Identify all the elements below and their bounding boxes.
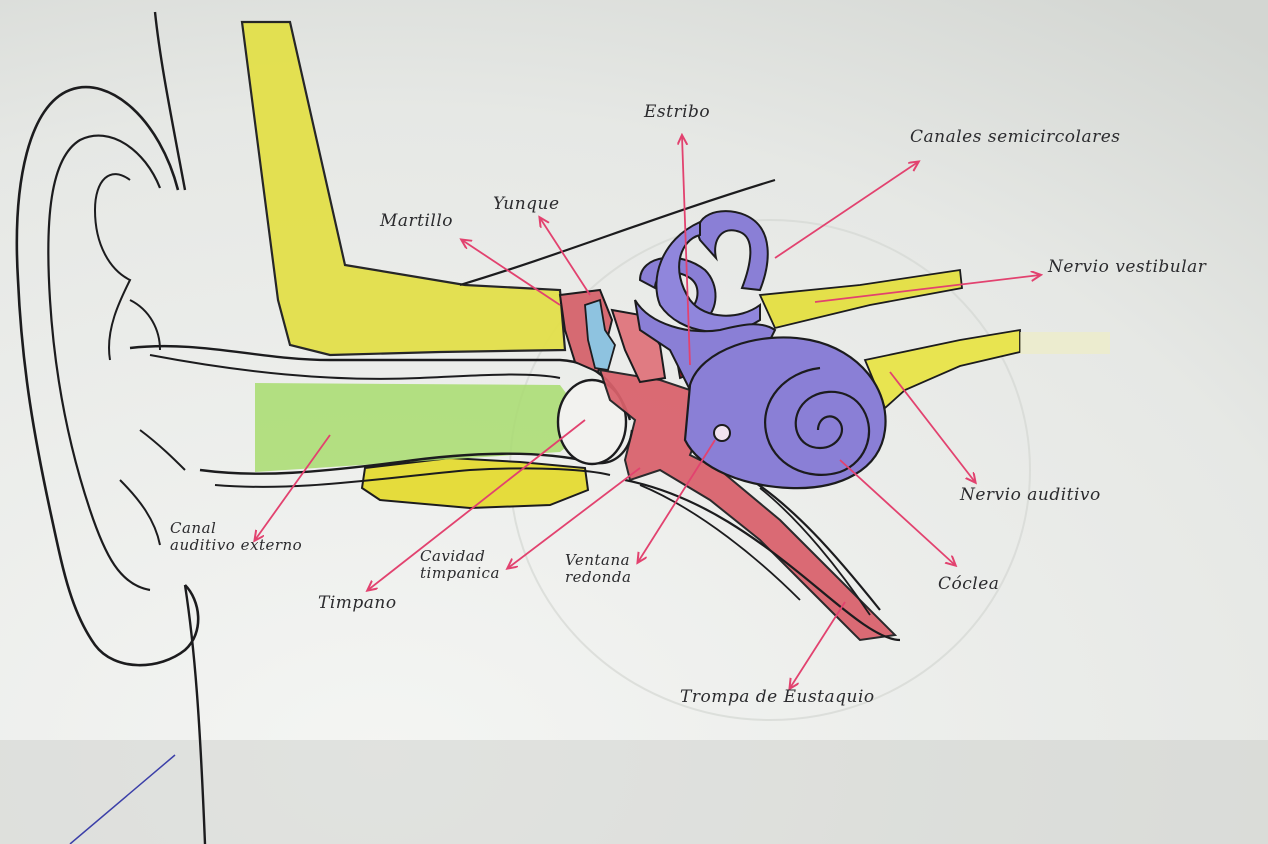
label-ventana-redonda: Ventana redonda — [565, 552, 631, 587]
label-cavidad-timpanica: Cavidad timpanica — [420, 548, 500, 583]
nerve-faded-tail — [1020, 332, 1110, 354]
label-yunque: Yunque — [493, 195, 560, 215]
label-canales-semicirculares: Canales semicircolares — [910, 128, 1121, 148]
label-nervio-auditivo: Nervio auditivo — [960, 486, 1101, 506]
temporal-bone-lower — [362, 458, 588, 508]
label-nervio-vestibular: Nervio vestibular — [1048, 258, 1206, 278]
label-timpano: Timpano — [318, 594, 397, 614]
paper-bottom-shadow — [0, 740, 1268, 844]
label-canal-auditivo-externo: Canal auditivo externo — [170, 520, 302, 555]
label-martillo: Martillo — [380, 212, 453, 232]
cochlea-body — [685, 337, 886, 488]
round-window — [714, 425, 730, 441]
label-estribo: Estribo — [644, 103, 710, 123]
label-coclea: Cóclea — [938, 575, 999, 595]
label-trompa-de-eustaquio: Trompa de Eustaquio — [680, 688, 875, 708]
